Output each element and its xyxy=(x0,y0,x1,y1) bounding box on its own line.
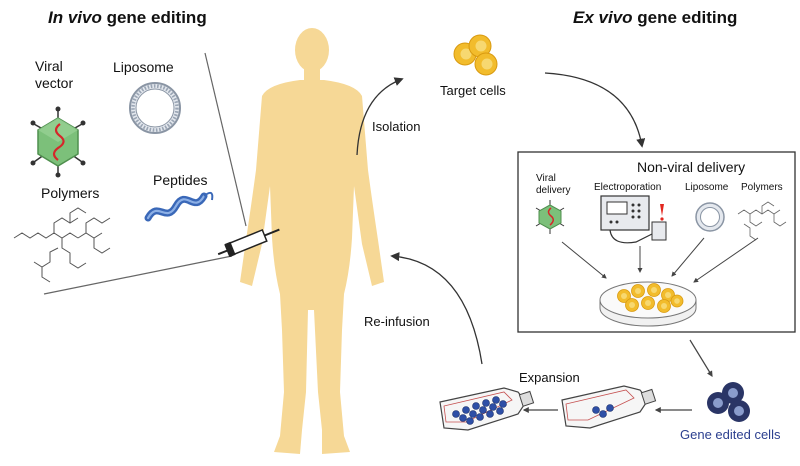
expansion-label: Expansion xyxy=(519,370,580,385)
polymers-small-label: Polymers xyxy=(741,182,783,193)
reinfusion-label: Re-infusion xyxy=(364,314,430,329)
syringe-icon xyxy=(217,228,280,258)
electroporation-device-icon xyxy=(600,195,667,244)
viral-delivery-label: Viral delivery xyxy=(536,173,571,196)
isolation-label: Isolation xyxy=(372,119,421,134)
culture-flask-right-icon xyxy=(561,385,657,429)
human-body-figure xyxy=(240,28,384,454)
culture-flask-left-icon xyxy=(439,387,535,431)
liposome-to-dish-arrow xyxy=(671,237,705,277)
delivery-to-edited-arrow xyxy=(689,339,713,378)
viral-to-dish-arrow xyxy=(561,241,607,279)
electroporation-label: Electroporation xyxy=(594,182,662,193)
viral-vector-icon xyxy=(30,106,86,178)
in-vivo-title: In vivo gene editing xyxy=(48,8,207,27)
gene-edited-cells-icon xyxy=(707,382,750,422)
petri-dish-icon xyxy=(599,281,697,327)
isolation-arrow xyxy=(356,77,404,156)
polymers-structure-icon xyxy=(13,207,111,283)
viral-delivery-small-icon xyxy=(535,200,565,234)
target-cells-icon xyxy=(453,34,498,76)
liposome-small-icon xyxy=(695,202,725,232)
reinfusion-arrow xyxy=(390,252,483,365)
liposome-label: Liposome xyxy=(113,59,174,75)
gene-edited-cells-label: Gene edited cells xyxy=(680,427,781,442)
peptides-label: Peptides xyxy=(153,172,208,188)
liposome-small-label: Liposome xyxy=(685,182,729,193)
target-to-delivery-arrow xyxy=(544,72,646,148)
in-vivo-delivery-line-upper xyxy=(204,52,247,227)
polymers-label: Polymers xyxy=(41,185,100,201)
polymers-to-dish-arrow xyxy=(693,237,759,283)
polymers-small-icon xyxy=(737,201,787,241)
target-cells-label: Target cells xyxy=(440,83,506,98)
peptide-helix-icon xyxy=(144,191,214,222)
viral-vector-label: Viral vector xyxy=(35,58,74,91)
non-viral-delivery-title: Non-viral delivery xyxy=(637,159,746,175)
in-vivo-delivery-line-lower xyxy=(43,255,233,295)
ex-vivo-title: Ex vivo gene editing xyxy=(573,8,738,27)
liposome-icon xyxy=(129,82,181,134)
